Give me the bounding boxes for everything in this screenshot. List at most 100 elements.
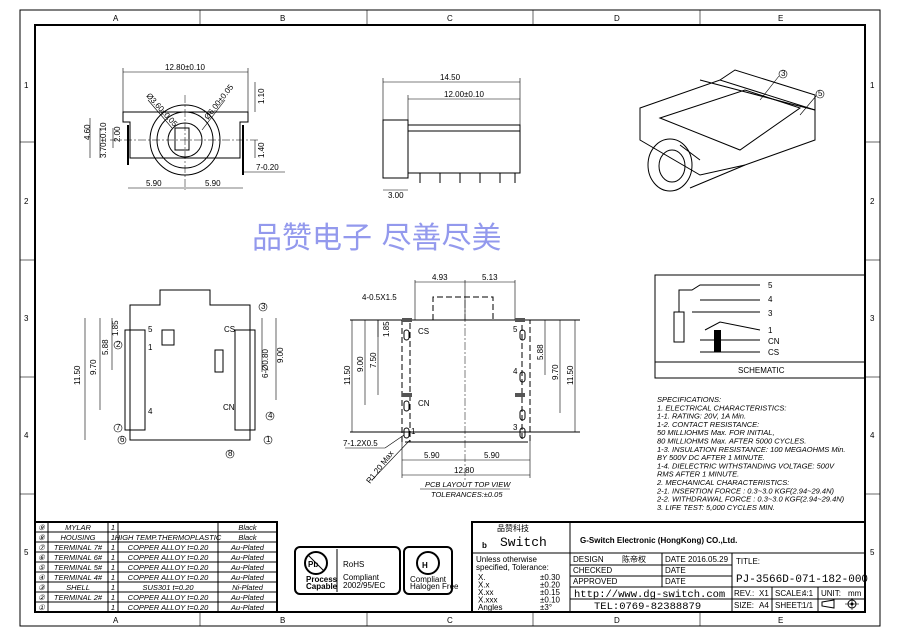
callout: 2 xyxy=(116,340,121,349)
tolerance-value: ±0.15 xyxy=(540,588,561,597)
callout: 3 xyxy=(781,69,786,78)
bom-finish: Ni-Plated xyxy=(232,583,264,592)
dim-hole: 2.00 xyxy=(113,126,122,142)
svg-text:Switch: Switch xyxy=(500,535,547,550)
compliance-badges: Pb Process Capable RoHS Compliant 2002/9… xyxy=(294,546,459,595)
bom-qty: 1 xyxy=(111,553,115,562)
pad-label: 5 xyxy=(513,325,518,334)
callout: 7 xyxy=(116,423,121,432)
schematic-pin: 5 xyxy=(768,281,773,290)
dim-dia-outer: Ø6.00±0.05 xyxy=(202,82,235,121)
bom-no: ② xyxy=(38,593,46,602)
col-label: E xyxy=(778,616,783,625)
schematic: SCHEMATIC 5 4 3 1 CN CS xyxy=(654,274,866,379)
spec-line: 2-1. INSERTION FORCE : 0.3~3.0 KGF(2.94~… xyxy=(656,486,835,495)
pad-label: CS xyxy=(418,327,429,336)
dim-nose: 3.00 xyxy=(388,191,404,200)
dim-750: 7.50 xyxy=(369,352,378,368)
row-label: 1 xyxy=(24,81,29,90)
isometric-view: 3 5 xyxy=(639,69,825,192)
pin-label: CS xyxy=(224,325,235,334)
col-label: A xyxy=(113,14,119,23)
row-label: 4 xyxy=(24,431,29,440)
schematic-pin: CN xyxy=(768,337,780,346)
schematic-pin: 1 xyxy=(768,326,773,335)
schematic-pin: 4 xyxy=(768,295,773,304)
spec-line: 1-1. RATING: 20V, 1A Min. xyxy=(657,412,746,421)
callout: 5 xyxy=(818,89,823,98)
dim-185: 1.85 xyxy=(382,321,391,337)
title-label: TITLE: xyxy=(736,557,760,566)
specifications: SPECIFICATIONS:1. ELECTRICAL CHARACTERIS… xyxy=(656,395,846,512)
rohs-logo: RoHS xyxy=(343,560,364,569)
bom-name: TERMINAL 4# xyxy=(54,573,103,582)
bom-material: COPPER ALLOY t=0.20 xyxy=(128,563,209,572)
row-label: 2 xyxy=(24,197,29,206)
tolerance-key: X. xyxy=(478,573,486,582)
bom-material: COPPER ALLOY t=0.20 xyxy=(128,603,209,612)
tolerance-value: ±0.10 xyxy=(540,596,561,605)
dim-top: 1.10 xyxy=(257,88,266,104)
tolerance-value: ±0.20 xyxy=(540,581,561,590)
spec-line: 1-3. INSULATION RESISTANCE: 100 MEGAOHMS… xyxy=(657,445,846,454)
unit-value: mm xyxy=(848,589,862,598)
col-label: D xyxy=(614,616,620,625)
dim-holes: 6-Ø0.80 xyxy=(261,349,270,378)
spec-line: 1-2. CONTACT RESISTANCE: xyxy=(657,420,759,429)
tolerance-key: X.xx xyxy=(478,588,494,597)
dim-bottom: 1.40 xyxy=(257,142,266,158)
dim-half-right: 5.90 xyxy=(205,179,221,188)
badge-text: Compliant xyxy=(410,575,447,584)
dim-center-height: 3.70±0.10 xyxy=(99,122,108,158)
col-label: A xyxy=(113,616,119,625)
dim-900: 9.00 xyxy=(356,356,365,372)
callout: 4 xyxy=(268,411,273,420)
bom-no: ⑧ xyxy=(38,533,46,542)
callout: 8 xyxy=(228,449,233,458)
pcb-layout-view: 4.93 5.13 4-0.5X1.5 CS CN 1 5 4 3 1.85 7… xyxy=(343,273,580,499)
dim-1150-right: 11.50 xyxy=(566,365,575,385)
svg-text:b: b xyxy=(482,541,487,550)
website-link[interactable]: http://www.dg-switch.com xyxy=(574,589,725,601)
callout: 3 xyxy=(261,302,266,311)
pcb-caption: PCB LAYOUT TOP VIEW xyxy=(425,480,511,489)
dim-half-left: 5.90 xyxy=(146,179,162,188)
designer: 陈帝权 xyxy=(622,554,646,564)
row-label: 1 xyxy=(870,81,875,90)
bom-finish: Au-Plated xyxy=(230,603,265,612)
tolerance-header: specified, Tolerance: xyxy=(476,563,549,572)
bom-no: ③ xyxy=(38,583,46,592)
bom-no: ⑥ xyxy=(38,553,46,562)
bom-name: TERMINAL 6# xyxy=(54,553,103,562)
spec-line: BY 500V DC AFTER 1 MINUTE. xyxy=(657,453,765,462)
bom-material: COPPER ALLOY t=0.20 xyxy=(128,543,209,552)
pin-label: 5 xyxy=(148,325,153,334)
dim-height: 4.60 xyxy=(83,124,92,140)
tolerance-key: X.xxx xyxy=(478,596,498,605)
bom-qty: 1 xyxy=(111,573,115,582)
approved-label: APPROVED xyxy=(573,577,618,586)
date-label: DATE xyxy=(665,566,686,575)
bom-finish: Au-Plated xyxy=(230,563,265,572)
rev-label: REV.: xyxy=(734,589,754,598)
dim-pins: 7-0.20 xyxy=(256,163,279,172)
sheet-label: SHEET: xyxy=(775,601,803,610)
row-label: 2 xyxy=(870,197,875,206)
spec-line: SPECIFICATIONS: xyxy=(657,395,721,404)
pad-label: CN xyxy=(418,399,430,408)
pin-label: 1 xyxy=(148,343,153,352)
dim-970: 9.70 xyxy=(89,359,98,375)
dim-width: 12.80±0.10 xyxy=(165,63,206,72)
col-label: B xyxy=(280,616,285,625)
svg-text:H: H xyxy=(422,561,428,570)
badge-text: Process xyxy=(306,575,338,584)
front-view: 12.80±0.10 Ø3.60±0.05 Ø6.00±0.05 1.10 1.… xyxy=(83,63,285,190)
schematic-pin: 3 xyxy=(768,309,773,318)
bom-name: TERMINAL 7# xyxy=(54,543,103,552)
tolerance-key: X.x xyxy=(478,581,490,590)
